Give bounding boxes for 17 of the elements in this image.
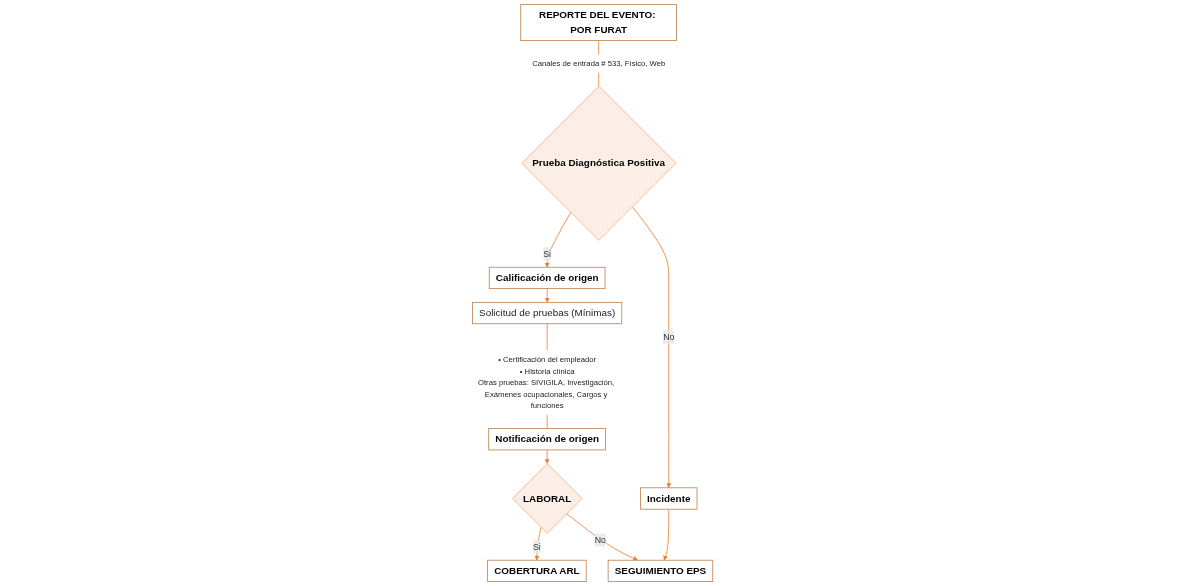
edge-label: Si <box>533 541 541 552</box>
node-diamond: LABORAL <box>512 463 583 534</box>
edge-label: No <box>594 535 606 545</box>
edge-label: No <box>663 332 675 342</box>
connector <box>598 40 600 55</box>
node-box: Notificación de origen <box>488 428 606 451</box>
node-box: Solicitud de pruebas (Mínimas) <box>472 301 623 325</box>
connector <box>546 323 548 352</box>
node-box: REPORTE DEL EVENTO: POR FURAT <box>520 3 677 41</box>
node-box: SEGUIMIENTO EPS <box>607 559 714 582</box>
connector <box>598 72 600 87</box>
node-box: Incidente <box>640 487 698 510</box>
node-box: COBERTURA ARL <box>487 559 587 582</box>
node-diamond: Prueba Diagnóstica Positiva <box>521 85 677 241</box>
node-box: Calificación de origen <box>488 266 606 290</box>
connector <box>546 414 548 429</box>
edge-label: Si <box>543 248 552 259</box>
